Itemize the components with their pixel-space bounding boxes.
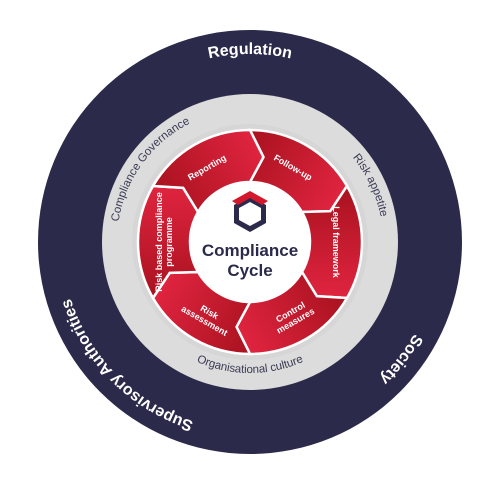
cycle-label-risk-based-compliance-programme: Risk based complianceprogramme <box>154 192 174 292</box>
center-title-line1: Compliance <box>202 241 298 260</box>
cycle-center <box>190 182 310 302</box>
hexagon-logo-icon <box>232 191 268 232</box>
cycle-label-legal-framework: Legal framework <box>331 206 341 279</box>
logo-chevron-red <box>232 191 268 205</box>
center-title-line2: Cycle <box>227 261 272 280</box>
